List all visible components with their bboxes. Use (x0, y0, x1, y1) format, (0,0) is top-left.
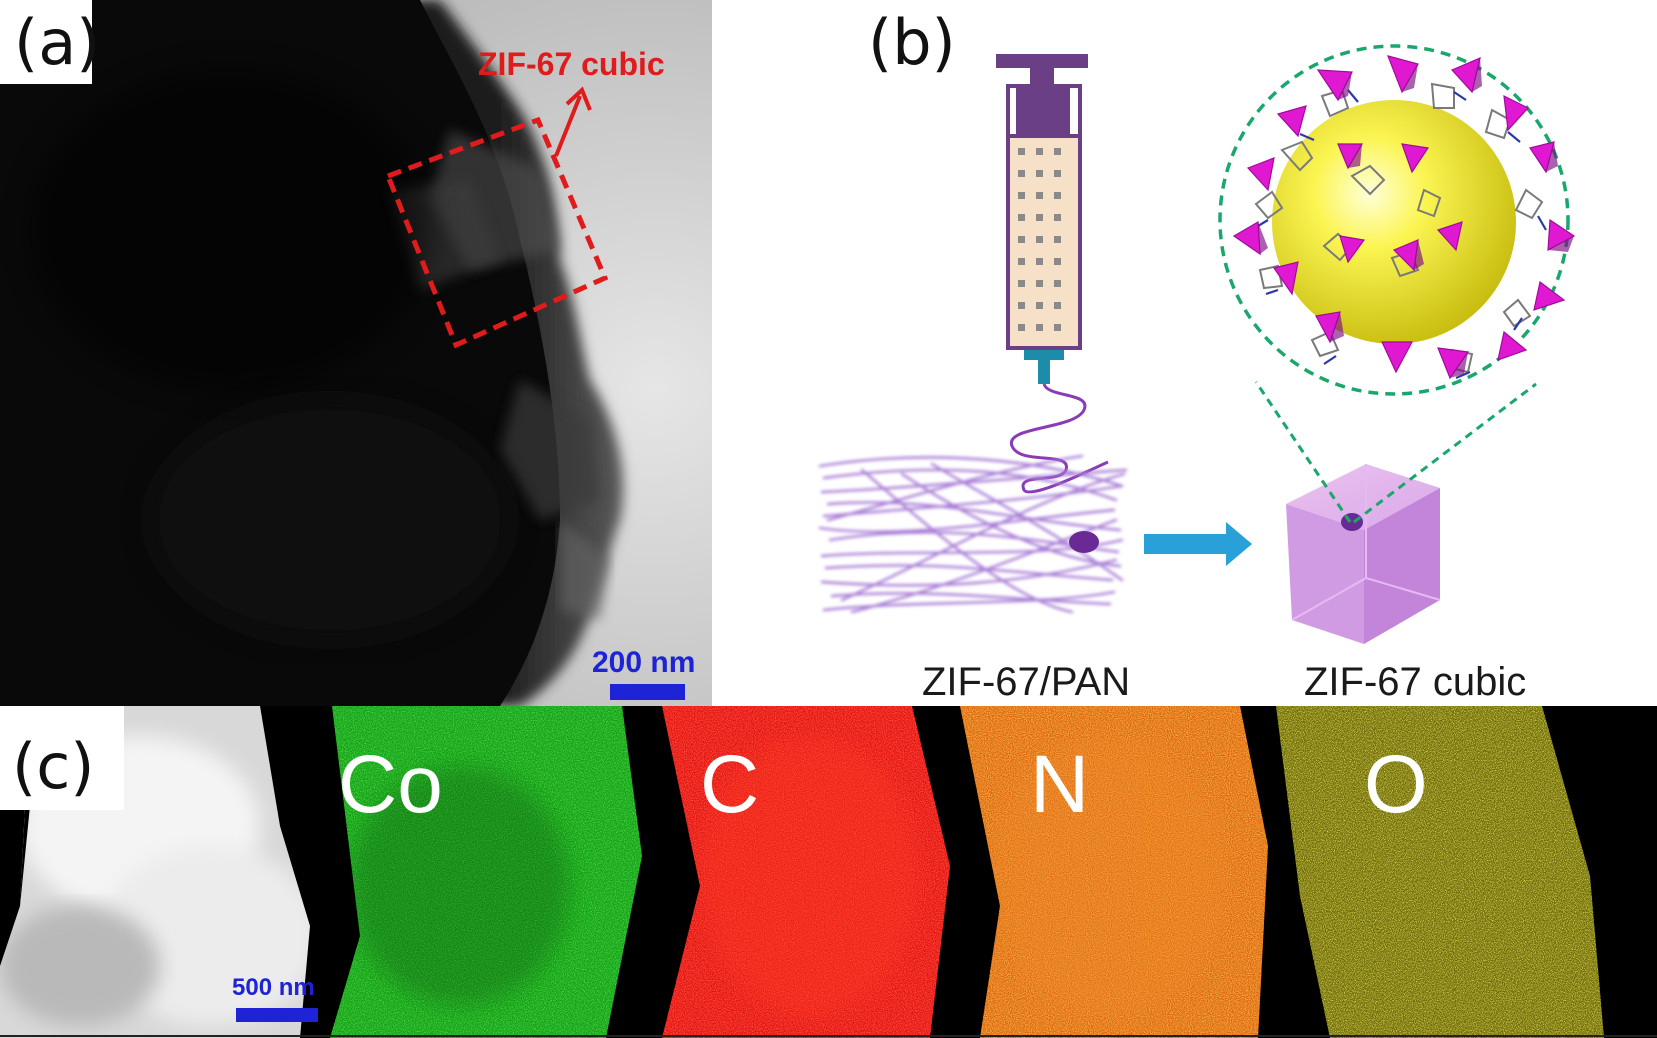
eds-label-o: O (1364, 739, 1428, 830)
syringe-icon (996, 54, 1088, 384)
scale-bar-200nm (610, 684, 685, 700)
schematic-panel: (b) ZIF-67/PAN ZIF-67 cubic (712, 0, 1657, 706)
zif-67-cubic-annotation: ZIF-67 cubic (478, 46, 665, 82)
zif-67-cube-icon (1286, 464, 1441, 644)
eds-label-n: N (1030, 739, 1090, 830)
annotation-arrow (554, 95, 582, 157)
panel-label-b: (b) (860, 0, 964, 84)
zif-67-sodalite-cage-icon (1232, 55, 1576, 380)
eds-mapping-panel: (c) Co C N O 500 nm (0, 706, 1657, 1038)
tem-micrograph (0, 0, 712, 706)
scale-bar-label-200nm: 200 nm (592, 646, 696, 679)
scale-bar-label-500nm: 500 nm (232, 974, 315, 1001)
eds-label-co: Co (338, 739, 443, 830)
panel-label-c: (c) (0, 706, 124, 810)
caption-zif-67-cubic: ZIF-67 cubic (1304, 660, 1527, 704)
eds-label-c: C (700, 739, 760, 830)
eds-maps (0, 706, 1657, 1038)
transform-arrow-icon (1144, 522, 1252, 566)
zif-67-highlight-box (384, 116, 609, 349)
panel-label-a: (a) (0, 0, 100, 84)
zif-67-particle-on-fiber (1069, 531, 1099, 553)
tem-image-panel: (a) ZIF-67 cubic 200 nm (0, 0, 712, 706)
caption-zif-67-pan: ZIF-67/PAN (922, 660, 1131, 704)
zif-67-cube-zoom-point (1341, 513, 1363, 531)
scale-bar-500nm (236, 1008, 318, 1022)
electrospun-jet (1010, 383, 1109, 494)
electrospinning-schematic (818, 44, 1576, 644)
